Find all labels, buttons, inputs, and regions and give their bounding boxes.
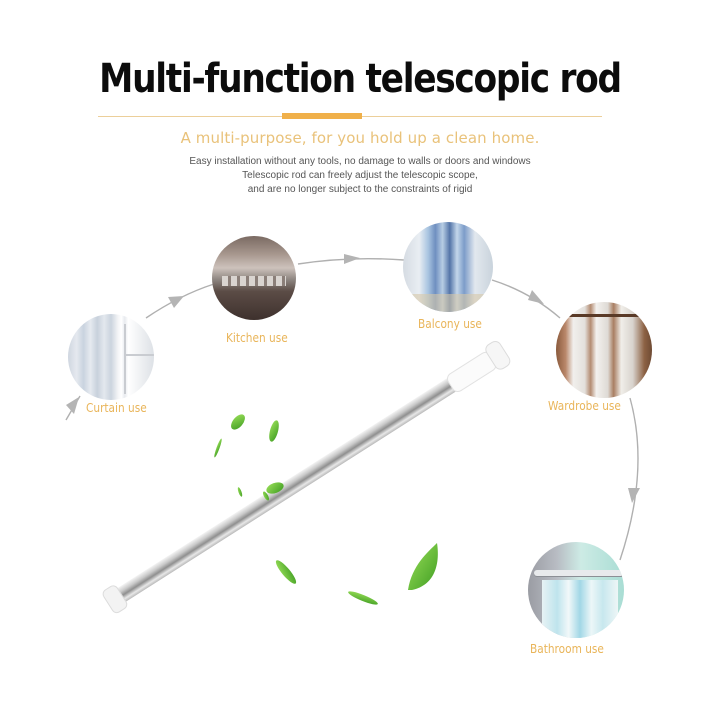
arrowhead-icon — [168, 296, 184, 308]
description-line: and are no longer subject to the constra… — [247, 184, 473, 195]
balcony-photo-icon — [403, 222, 493, 312]
arrow-wardrobe-to-bathroom-icon — [619, 397, 639, 561]
arrowhead-icon — [344, 254, 360, 264]
page-title: Multi-function telescopic rod — [99, 56, 622, 102]
kitchen-photo-icon — [212, 236, 296, 320]
use-label-curtain: Curtain use — [86, 401, 147, 415]
bathroom-photo-icon — [528, 542, 624, 638]
use-label-bathroom: Bathroom use — [530, 642, 604, 656]
arrowhead-icon — [628, 488, 640, 503]
description-line: Telescopic rod can freely adjust the tel… — [242, 170, 478, 181]
arrowhead-icon — [528, 290, 544, 304]
description: Easy installation without any tools, no … — [0, 155, 720, 197]
arrow-curtain-to-kitchen-icon — [145, 283, 215, 319]
use-label-wardrobe: Wardrobe use — [548, 399, 621, 413]
use-label-kitchen: Kitchen use — [226, 331, 288, 345]
arrow-balcony-to-wardrobe-icon — [491, 279, 561, 319]
arrowheads — [66, 254, 640, 503]
green-leaves-icon — [214, 414, 438, 605]
title-divider-accent — [282, 113, 362, 119]
curtain-photo-icon — [68, 314, 154, 400]
subtitle: A multi-purpose, for you hold up a clean… — [180, 129, 540, 147]
telescopic-rod-icon — [102, 340, 511, 614]
arrowhead-icon — [66, 397, 79, 414]
use-label-balcony: Balcony use — [418, 317, 482, 331]
description-line: Easy installation without any tools, no … — [189, 156, 531, 167]
wardrobe-photo-icon — [556, 302, 652, 398]
